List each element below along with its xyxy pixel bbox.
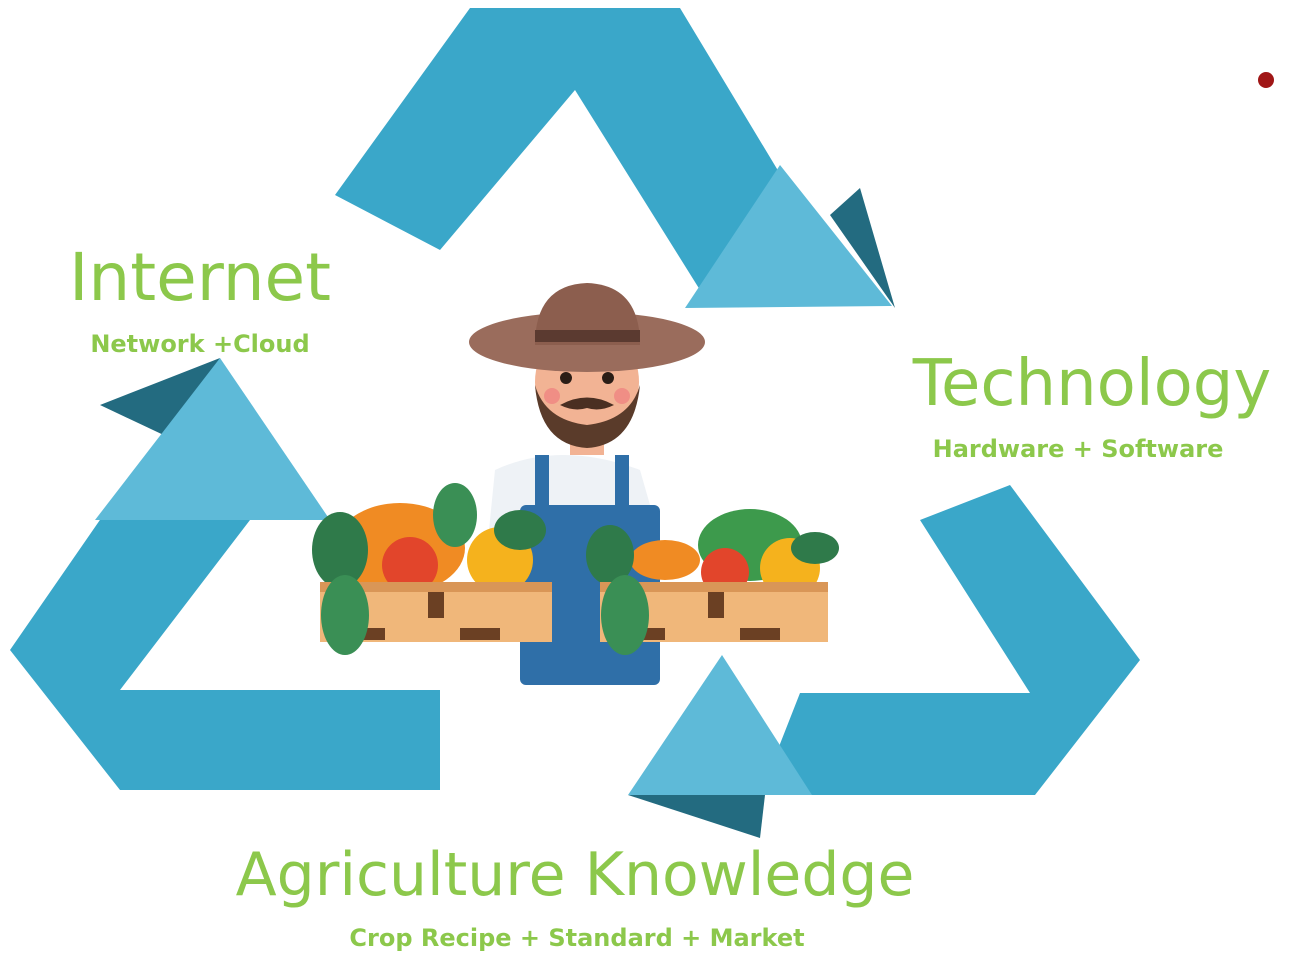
cycle-arrow-right <box>628 485 1140 838</box>
arrow-shadow-top <box>830 188 895 308</box>
cycle-arrow-left <box>10 358 440 790</box>
arrow-band-left <box>10 462 440 790</box>
agriculture-title: Agriculture Knowledge <box>236 840 915 910</box>
arrow-band-right <box>760 485 1140 795</box>
agriculture-subtitle: Crop Recipe + Standard + Market <box>349 924 804 952</box>
cycle-arrow-top <box>335 8 895 308</box>
arrow-head-left <box>95 358 330 520</box>
bullet-dot-icon <box>1258 72 1274 88</box>
arrow-head-top <box>685 165 892 308</box>
technology-subtitle: Hardware + Software <box>933 435 1224 463</box>
arrow-shadow-left <box>100 358 220 438</box>
arrow-band-top <box>335 8 815 290</box>
internet-subtitle: Network +Cloud <box>90 330 309 358</box>
arrow-shadow-right <box>628 795 765 838</box>
internet-title: Internet <box>69 239 331 316</box>
farmer-with-vegetable-crates-icon <box>312 283 839 685</box>
technology-title: Technology <box>912 347 1272 421</box>
arrow-head-right <box>628 655 812 795</box>
